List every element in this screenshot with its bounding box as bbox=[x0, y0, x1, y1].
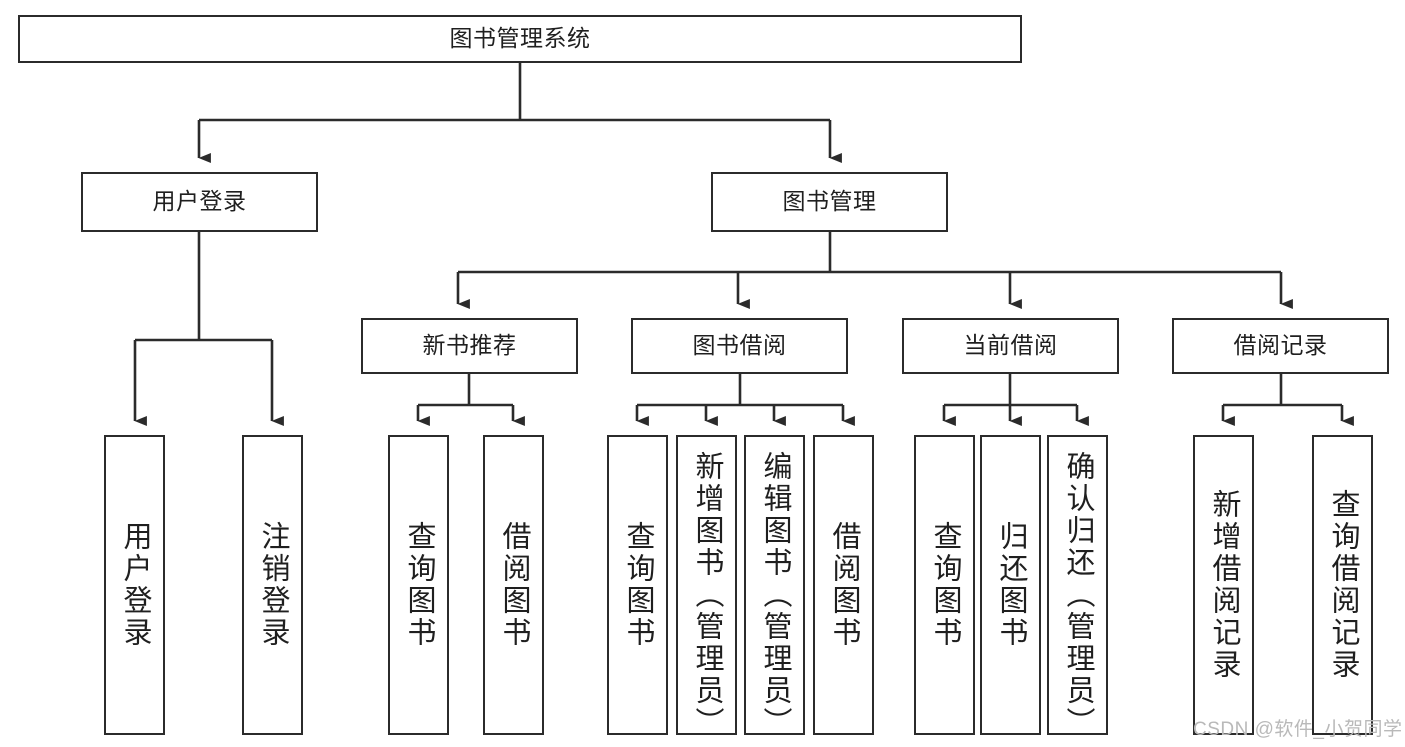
node-leaf-query-book-2-label: 查询图书 bbox=[622, 521, 654, 649]
node-leaf-query-record[interactable]: 查询借阅记录 bbox=[1312, 435, 1373, 735]
node-leaf-borrow-book-2[interactable]: 借阅图书 bbox=[813, 435, 874, 735]
node-new-book-label: 新书推荐 bbox=[422, 332, 517, 359]
node-leaf-query-book-1-label: 查询图书 bbox=[403, 521, 435, 649]
node-current-borrow[interactable]: 当前借阅 bbox=[902, 318, 1119, 374]
node-leaf-user-login[interactable]: 用户登录 bbox=[104, 435, 165, 735]
csdn-watermark: CSDN @软件_小贺同学 bbox=[1193, 719, 1403, 740]
node-current-borrow-label: 当前借阅 bbox=[963, 332, 1058, 359]
node-leaf-confirm-return[interactable]: 确认归还（管理员） bbox=[1047, 435, 1108, 739]
node-leaf-add-book[interactable]: 新增图书（管理员） bbox=[676, 435, 737, 739]
node-leaf-add-record[interactable]: 新增借阅记录 bbox=[1193, 435, 1254, 735]
node-borrow-record[interactable]: 借阅记录 bbox=[1172, 318, 1389, 374]
node-book-borrow[interactable]: 图书借阅 bbox=[631, 318, 848, 374]
node-leaf-borrow-book-1[interactable]: 借阅图书 bbox=[483, 435, 544, 735]
node-leaf-query-record-label: 查询借阅记录 bbox=[1327, 489, 1359, 681]
node-leaf-query-book-1[interactable]: 查询图书 bbox=[388, 435, 449, 735]
node-leaf-query-book-2[interactable]: 查询图书 bbox=[607, 435, 668, 735]
node-root[interactable]: 图书管理系统 bbox=[18, 15, 1022, 63]
node-leaf-user-login-label: 用户登录 bbox=[119, 521, 151, 649]
node-book-manage[interactable]: 图书管理 bbox=[711, 172, 948, 232]
node-leaf-query-book-3[interactable]: 查询图书 bbox=[914, 435, 975, 735]
node-leaf-user-logout-label: 注销登录 bbox=[257, 521, 289, 649]
node-leaf-query-book-3-label: 查询图书 bbox=[929, 521, 961, 649]
node-leaf-edit-book-label: 编辑图书（管理员） bbox=[759, 451, 791, 739]
node-leaf-add-book-label: 新增图书（管理员） bbox=[691, 451, 723, 739]
node-leaf-return-book[interactable]: 归还图书 bbox=[980, 435, 1041, 735]
node-leaf-borrow-book-2-label: 借阅图书 bbox=[828, 521, 860, 649]
node-user-login[interactable]: 用户登录 bbox=[81, 172, 318, 232]
node-leaf-return-book-label: 归还图书 bbox=[995, 521, 1027, 649]
node-book-manage-label: 图书管理 bbox=[782, 188, 877, 215]
node-leaf-edit-book[interactable]: 编辑图书（管理员） bbox=[744, 435, 805, 739]
node-book-borrow-label: 图书借阅 bbox=[692, 332, 787, 359]
node-user-login-label: 用户登录 bbox=[152, 188, 247, 215]
node-borrow-record-label: 借阅记录 bbox=[1233, 332, 1328, 359]
node-new-book[interactable]: 新书推荐 bbox=[361, 318, 578, 374]
node-leaf-add-record-label: 新增借阅记录 bbox=[1208, 489, 1240, 681]
node-root-label: 图书管理系统 bbox=[449, 25, 591, 52]
node-leaf-confirm-return-label: 确认归还（管理员） bbox=[1062, 451, 1094, 739]
node-leaf-borrow-book-1-label: 借阅图书 bbox=[498, 521, 530, 649]
node-leaf-user-logout[interactable]: 注销登录 bbox=[242, 435, 303, 735]
